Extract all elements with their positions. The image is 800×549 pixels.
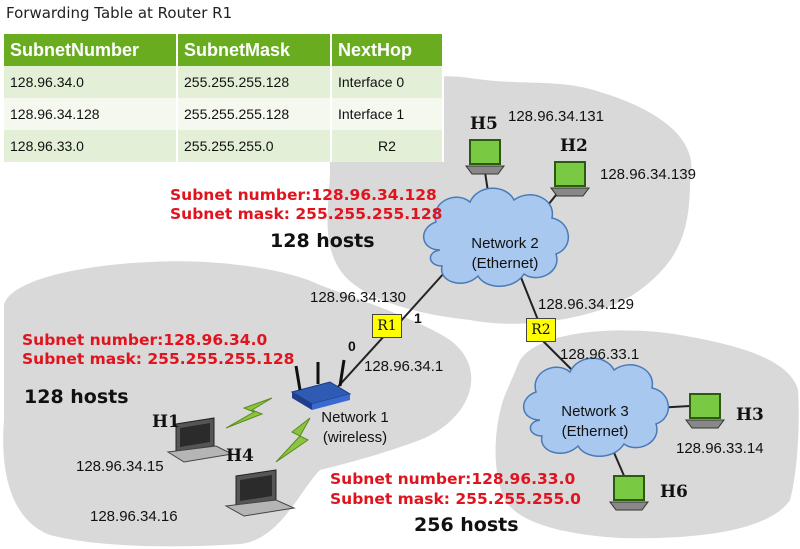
table-cell: Interface 0 — [331, 66, 444, 98]
table-cell: 128.96.34.0 — [4, 66, 178, 98]
column-header: SubnetNumber — [4, 34, 178, 66]
computer-monitor-icon — [609, 475, 649, 511]
host-label-h6: H6 — [660, 482, 688, 502]
link-r1-ap — [334, 333, 387, 391]
interface-ip-label: 128.96.34.129 — [538, 296, 634, 313]
host-label-h3: H3 — [736, 405, 764, 425]
network-3-label: Network 3 (Ethernet) — [545, 402, 645, 442]
subnet-mask-label: Subnet mask: 255.255.255.128 — [170, 205, 443, 223]
table-cell: 255.255.255.0 — [177, 130, 332, 162]
interface-ip-label: 128.96.33.1 — [560, 346, 640, 363]
table-cell: 255.255.255.128 — [177, 98, 332, 130]
network-1-region — [3, 261, 472, 547]
table-row: 128.96.34.0 255.255.255.128 Interface 0 — [4, 66, 444, 98]
interface-ip-label: 128.96.34.130 — [310, 289, 406, 306]
subnet-number-label: Subnet number:128.96.34.128 — [170, 186, 437, 204]
subnet-mask-label: Subnet mask: 255.255.255.0 — [330, 490, 581, 508]
network-2-label: Network 2 (Ethernet) — [455, 234, 555, 274]
table-cell: R2 — [331, 130, 444, 162]
computer-monitor-icon — [550, 161, 590, 197]
network-3-cloud — [523, 357, 670, 457]
link-r2-network2 — [519, 274, 541, 326]
table-row: 128.96.34.128 255.255.255.128 Interface … — [4, 98, 444, 130]
network-1-label: Network 1 (wireless) — [310, 408, 400, 448]
host-label-h4: H4 — [226, 446, 254, 466]
network-name: Network 3 — [561, 403, 629, 420]
host-label-h2: H2 — [560, 136, 588, 156]
router-r1: R1 — [372, 314, 402, 338]
host-label-h1: H1 — [152, 412, 180, 432]
computer-monitor-icon — [685, 393, 725, 429]
column-header: NextHop — [331, 34, 444, 66]
host-count-label: 256 hosts — [414, 514, 519, 536]
wireless-signal-icon — [275, 417, 311, 463]
network-name: Network 1 — [321, 409, 389, 426]
network-2-cloud — [423, 187, 570, 287]
table-cell: Interface 1 — [331, 98, 444, 130]
host-ip-h4: 128.96.34.16 — [90, 508, 178, 525]
wireless-access-point — [290, 359, 352, 410]
subnet-number-label: Subnet number:128.96.34.0 — [22, 331, 268, 349]
host-count-label: 128 hosts — [24, 386, 129, 408]
network-type: (wireless) — [322, 429, 388, 446]
interface-port-label: 1 — [414, 310, 422, 326]
laptop-icon — [224, 469, 296, 517]
table-title: Forwarding Table at Router R1 — [6, 4, 233, 22]
host-ip-h5: 128.96.34.131 — [508, 108, 604, 125]
network-name: Network 2 — [471, 235, 539, 252]
wireless-signal-icon — [225, 397, 273, 429]
subnet-number-label: Subnet number:128.96.33.0 — [330, 470, 576, 488]
table-row: 128.96.33.0 255.255.255.0 R2 — [4, 130, 444, 162]
network-type: (Ethernet) — [471, 255, 539, 272]
interface-ip-label: 128.96.34.1 — [364, 358, 444, 375]
host-label-h5: H5 — [470, 114, 498, 134]
host-count-label: 128 hosts — [270, 230, 375, 252]
column-header: SubnetMask — [177, 34, 332, 66]
table-cell: 128.96.34.128 — [4, 98, 178, 130]
network-type: (Ethernet) — [561, 423, 629, 440]
subnet-mask-label: Subnet mask: 255.255.255.128 — [22, 350, 295, 368]
interface-port-label: 0 — [348, 338, 356, 354]
computer-monitor-icon — [465, 139, 505, 175]
table-cell: 128.96.33.0 — [4, 130, 178, 162]
host-ip-h2: 128.96.34.139 — [600, 166, 696, 183]
host-ip-h3: 128.96.33.14 — [676, 440, 764, 457]
laptop-icon — [166, 417, 234, 463]
router-r2: R2 — [526, 318, 556, 342]
host-ip-h1: 128.96.34.15 — [76, 458, 164, 475]
table-cell: 255.255.255.128 — [177, 66, 332, 98]
forwarding-table: SubnetNumber SubnetMask NextHop 128.96.3… — [4, 34, 444, 162]
link-r1-network2 — [399, 271, 446, 323]
